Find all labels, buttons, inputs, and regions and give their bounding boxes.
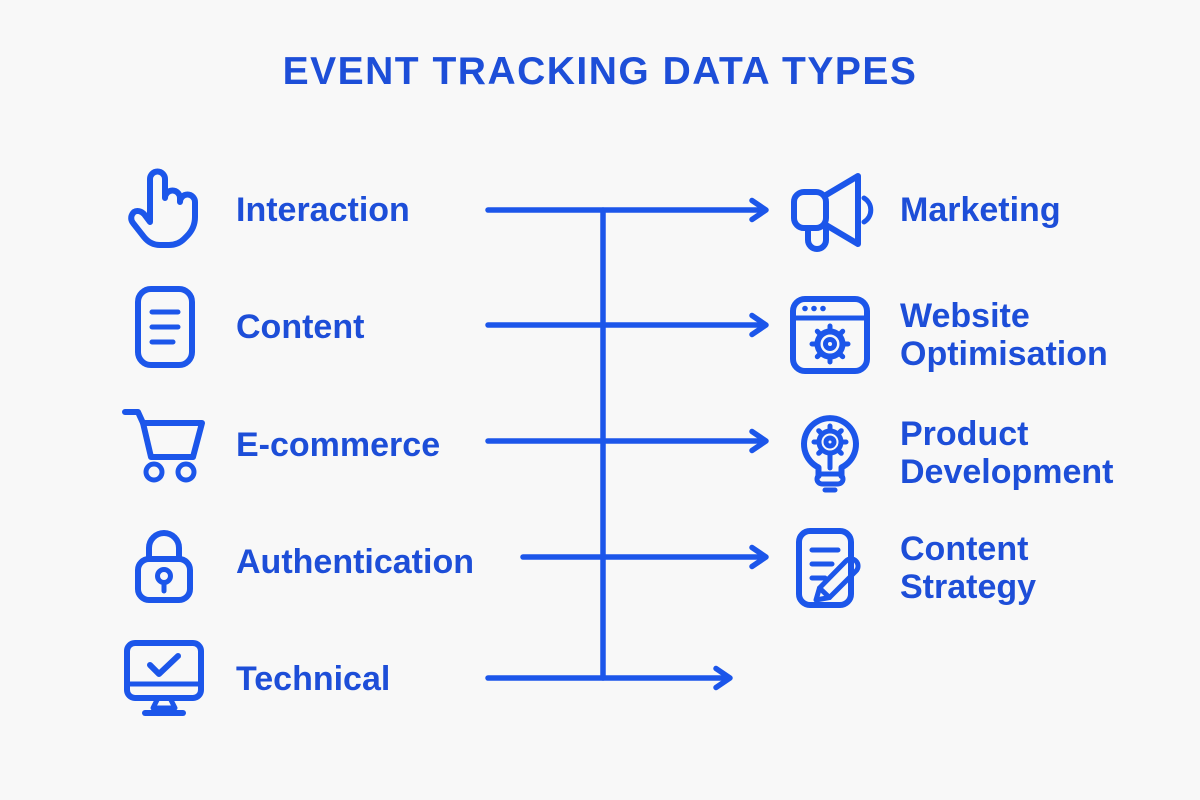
connector-arrow-5 [485,665,733,691]
connector-arrow-1 [485,197,769,223]
monitor-check-icon [118,633,210,725]
connector-arrow-2 [485,312,769,338]
megaphone-icon [784,164,876,256]
connector-arrow-4 [520,544,769,570]
left-item-technical: Technical [118,633,390,725]
left-item-authentication: Authentication [118,516,474,608]
right-item-product-development: Product Development [784,405,1152,501]
right-item-label: Website Optimisation [900,297,1108,373]
page-title: EVENT TRACKING DATA TYPES [282,50,918,93]
left-item-label: Content [236,308,365,346]
connector-arrow-3 [485,428,769,454]
left-item-content: Content [118,281,364,373]
right-item-marketing: Marketing [784,162,1152,258]
lightbulb-gear-icon [784,407,876,499]
right-item-label: Content Strategy [900,530,1037,606]
document-lines-icon [118,281,210,373]
left-item-label: Interaction [236,191,410,229]
right-item-label: Product Development [900,415,1114,491]
hand-cursor-icon [118,164,210,256]
left-item-label: E-commerce [236,426,441,464]
padlock-icon [118,516,210,608]
document-pencil-icon [784,522,876,614]
shopping-cart-icon [118,399,210,491]
left-item-interaction: Interaction [118,164,410,256]
browser-gear-icon [784,289,876,381]
right-item-content-strategy: Content Strategy [784,520,1152,616]
right-item-label: Marketing [900,191,1061,229]
left-item-ecommerce: E-commerce [118,399,440,491]
left-item-label: Technical [236,660,391,698]
right-item-website-optimisation: Website Optimisation [784,287,1152,383]
left-item-label: Authentication [236,543,474,581]
